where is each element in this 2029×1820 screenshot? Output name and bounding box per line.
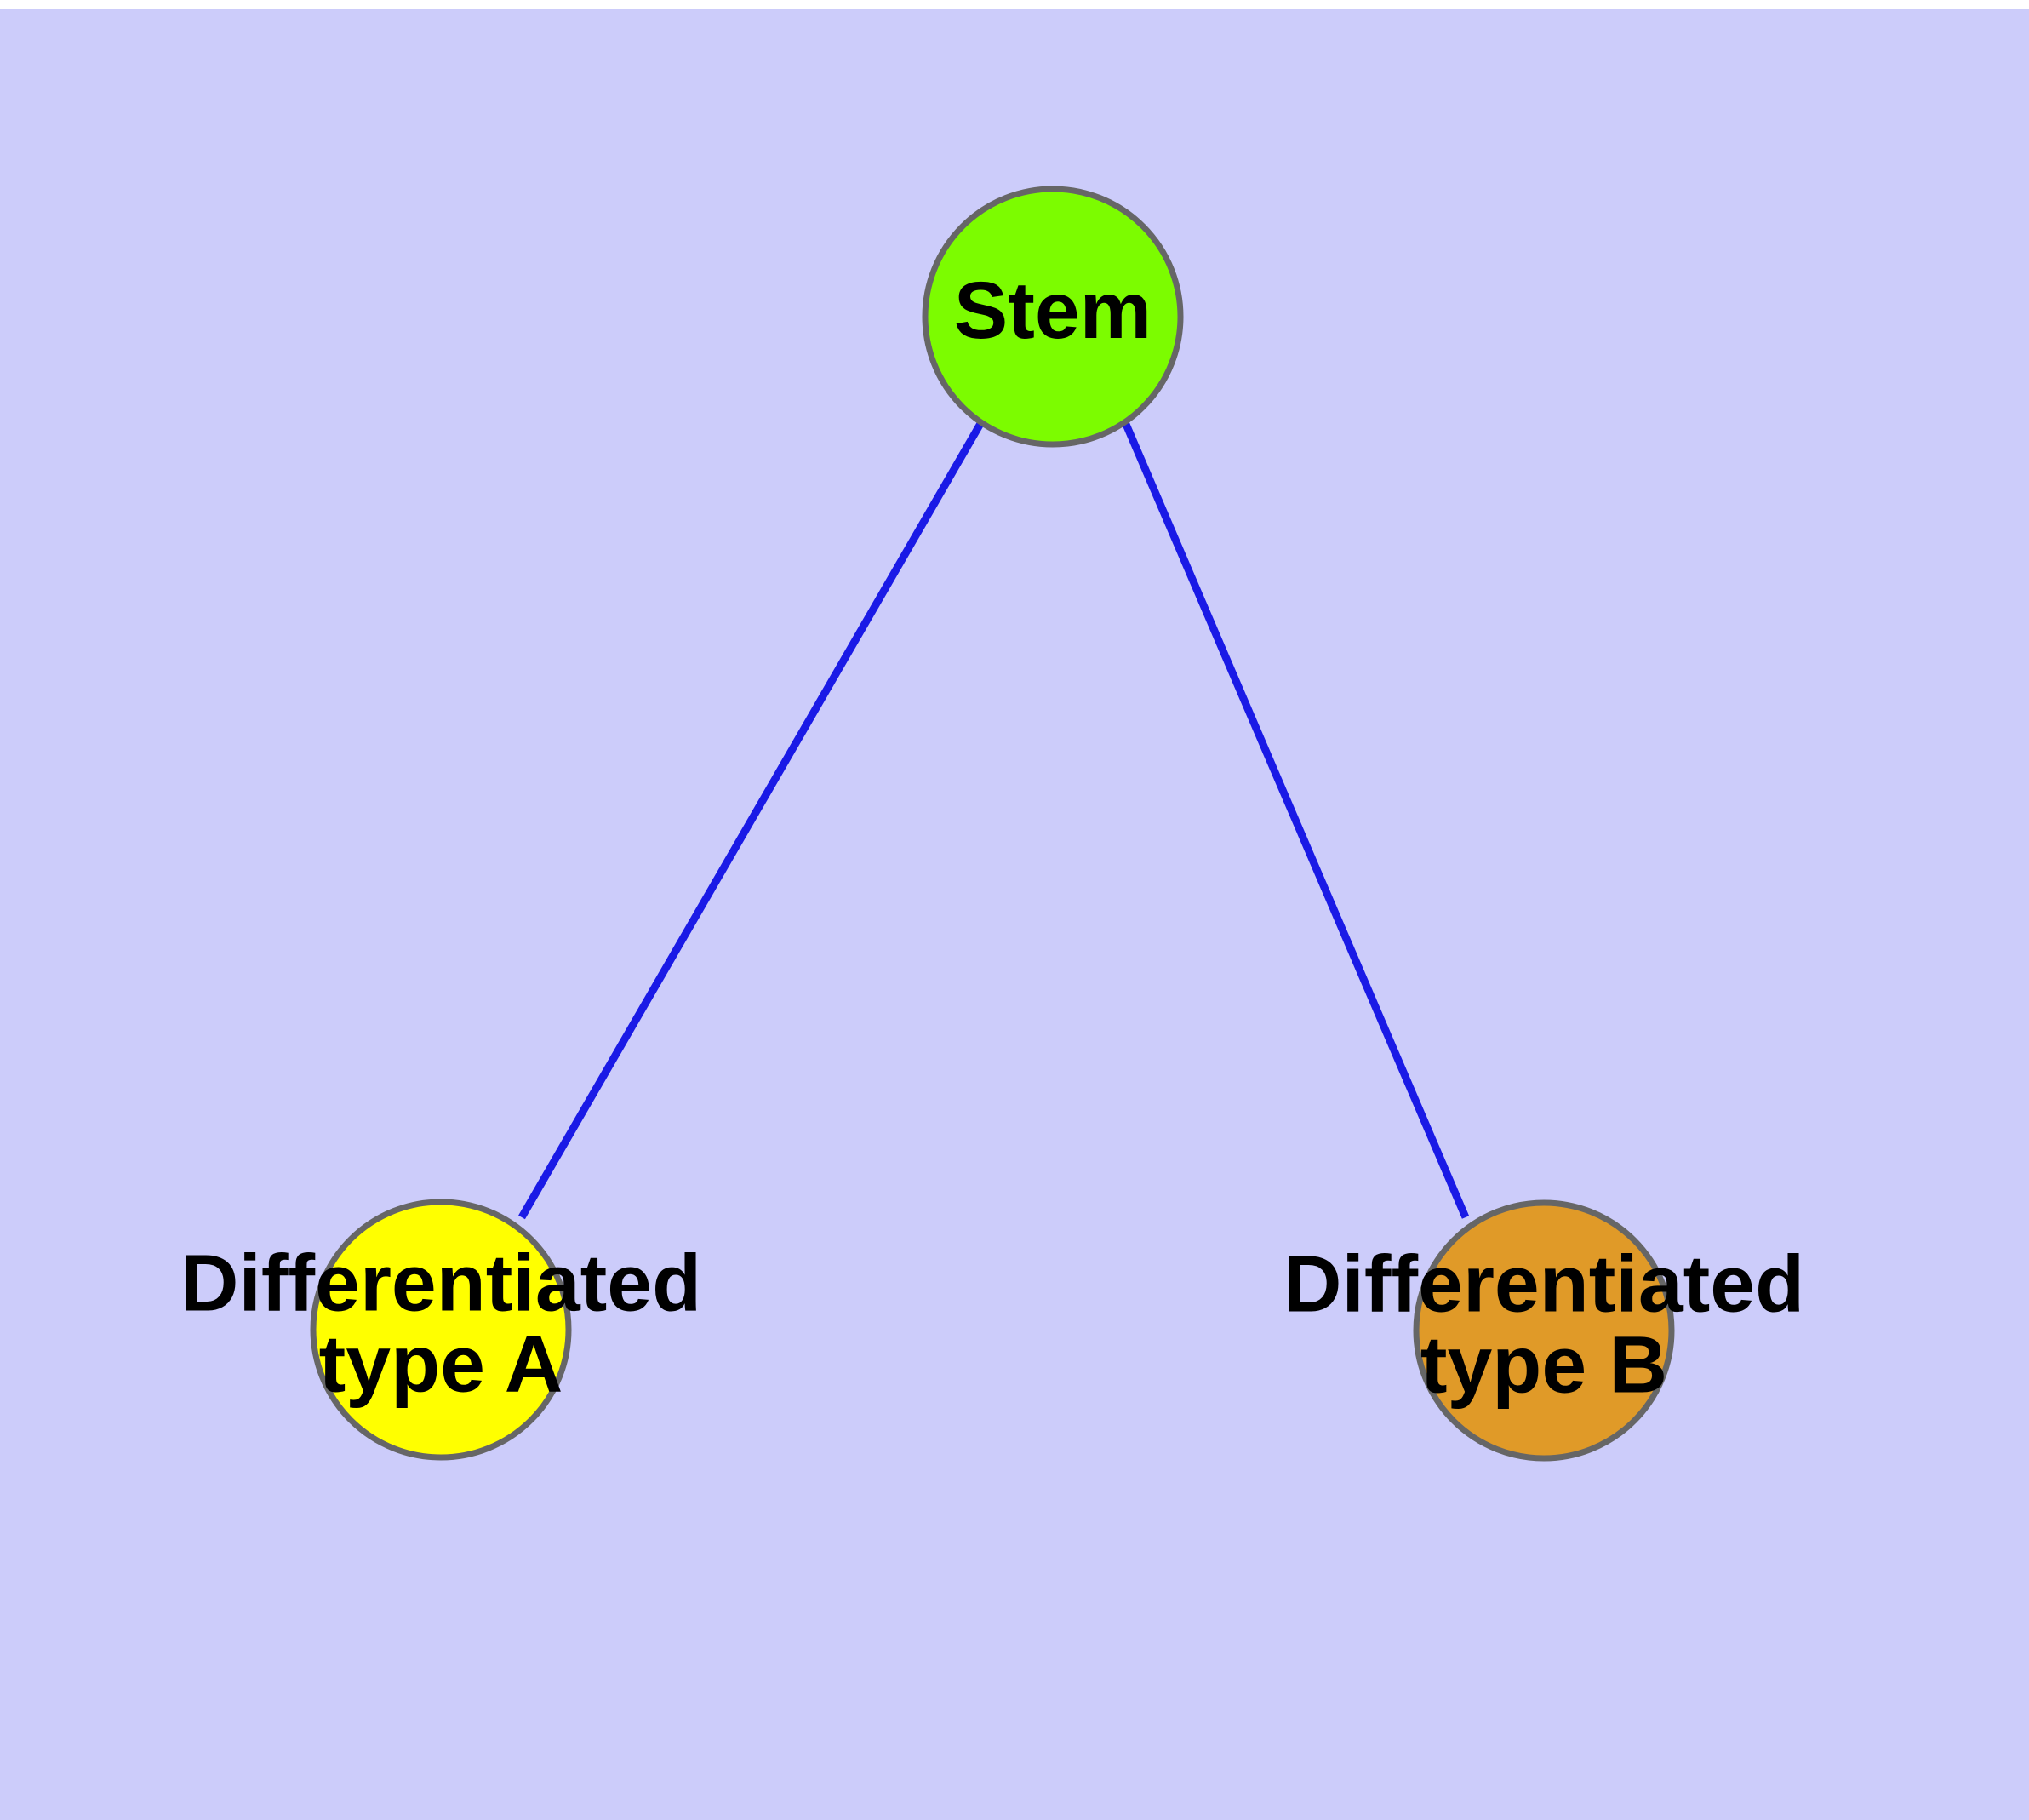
graph-edge-stem-to-a[interactable] xyxy=(518,420,985,1220)
node-label-line: Stem xyxy=(954,266,1152,356)
node-label-line: type B xyxy=(1420,1320,1667,1411)
node-label-line: type A xyxy=(319,1319,563,1410)
graph-node-stem[interactable]: Stem xyxy=(922,186,1184,448)
graph-edge-stem-to-b[interactable] xyxy=(1121,421,1470,1219)
node-circle-diff_a[interactable] xyxy=(310,1199,572,1461)
edge-layer xyxy=(518,420,1470,1220)
node-circle-diff_b[interactable] xyxy=(1413,1199,1675,1462)
node-label-stem: Stem xyxy=(954,266,1152,356)
node-label-line: Differentiated xyxy=(180,1239,701,1329)
node-circle-stem[interactable] xyxy=(922,186,1184,448)
node-label-line: Differentiated xyxy=(1283,1239,1804,1330)
